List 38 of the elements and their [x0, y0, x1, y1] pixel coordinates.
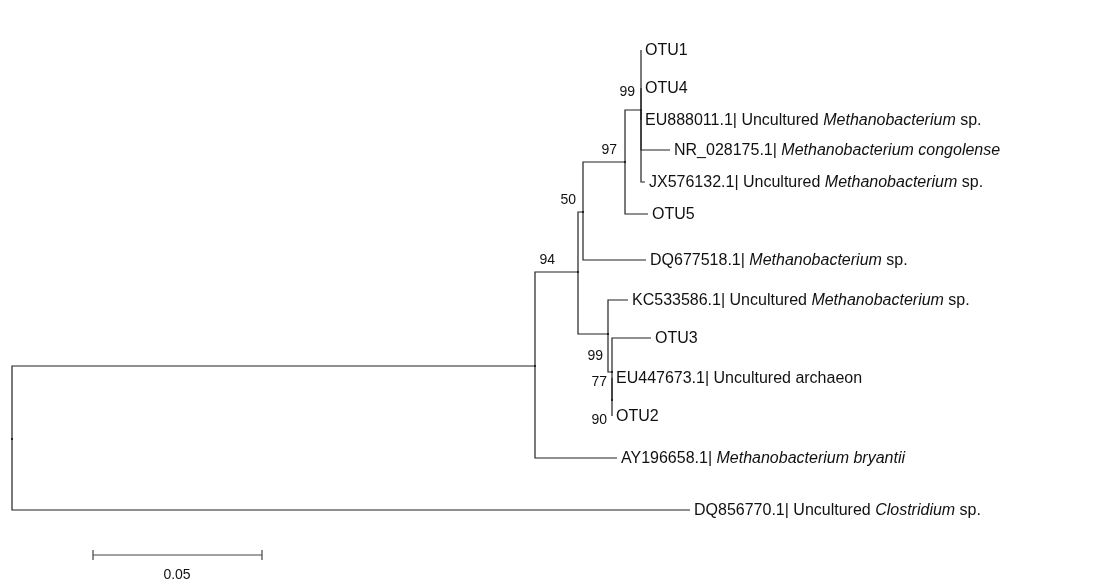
tree-branch — [624, 109, 642, 163]
tree-branch — [582, 211, 647, 261]
taxon-label: EU888011.1| Uncultured Methanobacterium sp. — [641, 110, 982, 130]
tree-branch — [624, 161, 649, 215]
taxon-label: OTU2 — [612, 406, 659, 426]
tree-branch — [11, 438, 691, 511]
tree-branch — [582, 161, 626, 213]
bootstrap-value: 90 — [591, 411, 607, 427]
tree-branch — [534, 365, 618, 459]
tree-branch — [607, 299, 629, 335]
bootstrap-value: 77 — [591, 373, 607, 389]
bootstrap-value: 99 — [587, 347, 603, 363]
taxon-label: DQ677518.1| Methanobacterium sp. — [646, 250, 908, 270]
tree-branch — [611, 399, 613, 417]
taxon-label: AY196658.1| Methanobacterium bryantii — [617, 448, 906, 468]
scale-value: 0.05 — [163, 566, 191, 580]
tree-branch — [611, 377, 613, 401]
bootstrap-value: 94 — [539, 251, 555, 267]
taxon-label: OTU5 — [648, 204, 695, 224]
taxon-label: EU447673.1| Uncultured archaeon — [612, 368, 863, 388]
tree-branch — [640, 109, 646, 183]
tree-branch — [640, 87, 642, 111]
tree-branch — [607, 333, 613, 373]
bootstrap-value: 50 — [560, 191, 576, 207]
taxon-label: DQ856770.1| Uncultured Clostridium sp. — [690, 500, 981, 520]
tree-branch — [11, 365, 536, 440]
taxon-label: OTU3 — [651, 328, 698, 348]
tree-branch — [577, 211, 584, 273]
taxon-label: OTU4 — [641, 78, 688, 98]
taxon-label: KC533586.1| Uncultured Methanobacterium sp. — [628, 290, 970, 310]
taxon-label: NR_028175.1| Methanobacterium congolense — [670, 140, 1001, 160]
taxon-label: OTU1 — [641, 40, 688, 60]
bootstrap-value: 97 — [601, 141, 617, 157]
tree-branch — [534, 271, 579, 367]
tree-branch — [611, 337, 652, 373]
bootstrap-value: 99 — [619, 83, 635, 99]
tree-branch — [577, 271, 609, 335]
taxon-label: JX576132.1| Uncultured Methanobacterium sp. — [645, 172, 984, 192]
